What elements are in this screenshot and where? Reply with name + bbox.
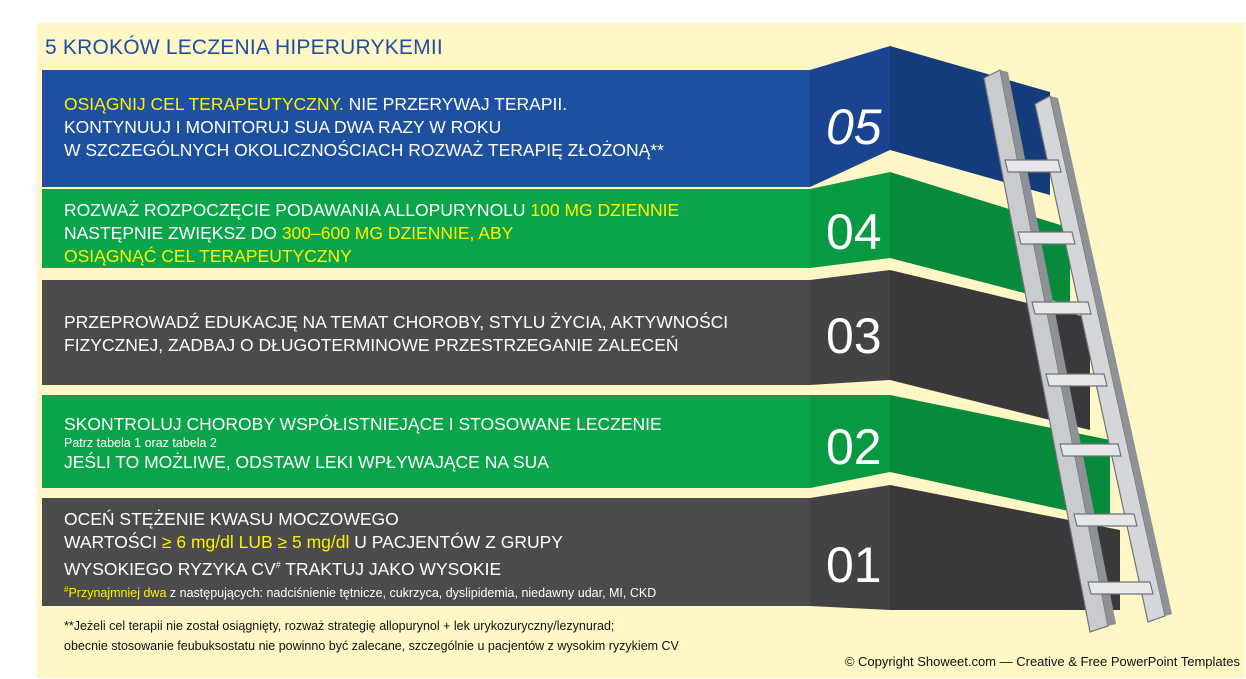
step-03-line1: PRZEPROWADŹ EDUKACJĘ NA TEMAT CHOROBY, S…	[64, 312, 729, 332]
step-02-reference: Patrz tabela 1 oraz tabela 2	[64, 436, 217, 450]
step-05-line3: W SZCZEGÓLNYCH OKOLICZNOŚCIACH ROZWAŻ TE…	[64, 140, 664, 160]
step-03-number: 03	[826, 308, 882, 364]
copyright-text: © Copyright Showeet.com — Creative & Fre…	[844, 654, 1240, 669]
step-01-text: OCEŃ STĘŻENIE KWASU MOCZOWEGO WARTOŚCI ≥…	[64, 508, 656, 601]
step-01-line2a: WARTOŚCI	[64, 532, 162, 552]
step-04-number: 04	[826, 204, 882, 260]
step-04-line3: OSIĄGNĄĆ CEL TERAPEUTYCZNY	[64, 246, 352, 266]
step-05-line2: KONTYNUUJ I MONITORUJ SUA DWA RAZY W ROK…	[64, 117, 502, 137]
step-01-line1: OCEŃ STĘŻENIE KWASU MOCZOWEGO	[64, 509, 399, 529]
step-01-line3-marker: #	[275, 560, 281, 570]
step-01-line3: WYSOKIEGO RYZYKA CV	[64, 558, 276, 579]
step-01-note-marker: #	[64, 584, 69, 594]
step-05-text: OSIĄGNIJ CEL TERAPEUTYCZNY. NIE PRZERYWA…	[64, 93, 664, 162]
step-04-dose: 100 MG DZIENNIE	[530, 200, 680, 220]
step-02-number: 02	[826, 419, 882, 475]
step-02-block	[42, 395, 1110, 520]
page-title: 5 KROKÓW LECZENIA HIPERURYKEMII	[45, 36, 443, 59]
step-03-text: PRZEPROWADŹ EDUKACJĘ NA TEMAT CHOROBY, S…	[64, 311, 728, 357]
step-01-note: z następujących: nadciśnienie tętnicze, …	[166, 585, 657, 600]
footnote: **Jeżeli cel terapii nie został osiągnię…	[64, 616, 679, 656]
step-03-line2: FIZYCZNEJ, ZADBAJ O DŁUGOTERMINOWE PRZES…	[64, 335, 679, 355]
step-05-goal: OSIĄGNIJ CEL TERAPEUTYCZNY.	[64, 94, 344, 114]
step-05-number: 05	[826, 99, 882, 155]
footnote-line1: **Jeżeli cel terapii nie został osiągnię…	[64, 619, 615, 633]
step-01-line3b: TRAKTUJ JAKO WYSOKIE	[280, 558, 502, 579]
step-04-text: ROZWAŻ ROZPOCZĘCIE PODAWANIA ALLOPURYNOL…	[64, 199, 679, 268]
step-02-line3: JEŚLI TO MOŻLIWE, ODSTAW LEKI WPŁYWAJĄCE…	[64, 452, 549, 472]
step-01-line2b: U PACJENTÓW Z GRUPY	[349, 532, 563, 552]
step-01-block	[42, 485, 1120, 610]
ladder-icon	[983, 69, 1172, 633]
step-01-note-highlight: Przynajmniej dwa	[68, 585, 167, 600]
step-02-line1: SKONTROLUJ CHOROBY WSPÓŁISTNIEJĄCE I STO…	[64, 414, 662, 434]
step-02-text: SKONTROLUJ CHOROBY WSPÓŁISTNIEJĄCE I STO…	[64, 413, 662, 474]
step-05-line1: NIE PRZERYWAJ TERAPII.	[343, 94, 568, 114]
step-04-dose-range: 300–600 MG DZIENNIE, ABY	[281, 223, 514, 243]
step-04-line1: ROZWAŻ ROZPOCZĘCIE PODAWANIA ALLOPURYNOL…	[64, 200, 531, 220]
footnote-line2: obecnie stosowanie feubuksostatu nie pow…	[64, 639, 679, 653]
step-04-line2: NASTĘPNIE ZWIĘKSZ DO	[64, 223, 282, 243]
step-01-number: 01	[826, 537, 882, 593]
step-01-threshold: ≥ 6 mg/dl LUB ≥ 5 mg/dl	[161, 532, 350, 552]
